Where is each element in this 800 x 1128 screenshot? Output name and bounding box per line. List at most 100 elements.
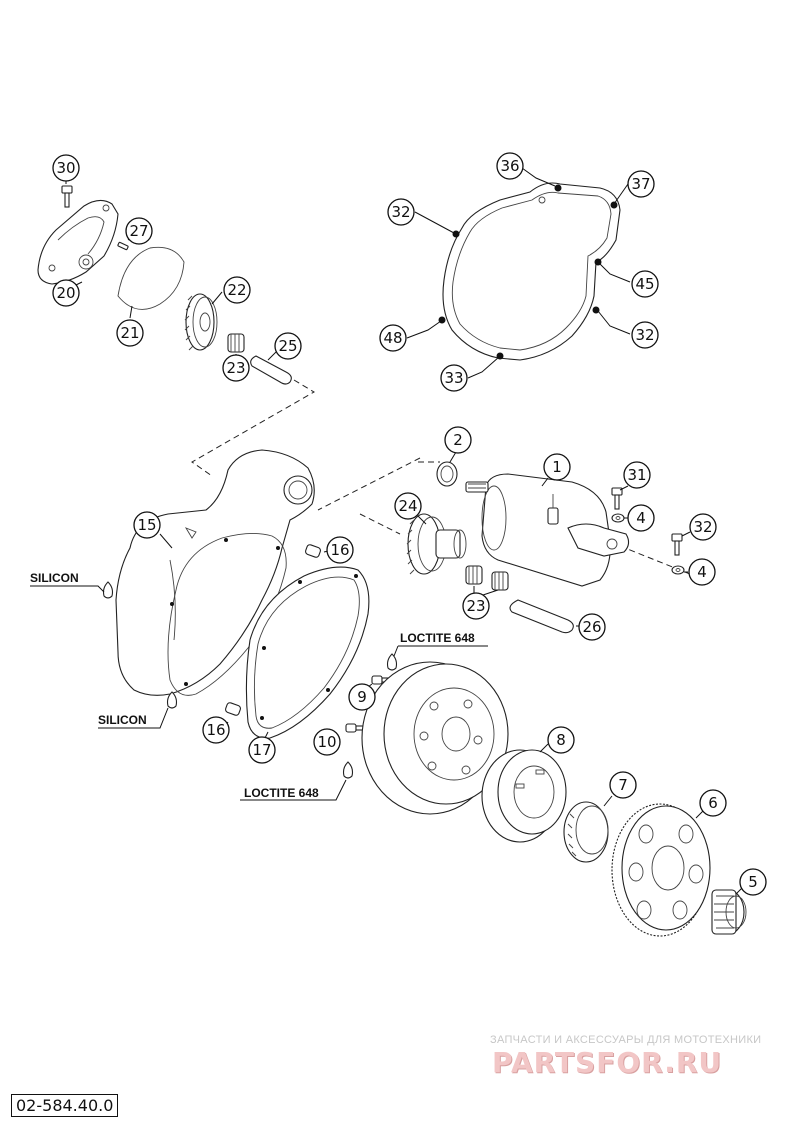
svg-text:7: 7 bbox=[618, 776, 628, 794]
bolt-31 bbox=[611, 487, 623, 510]
callout-25: 25 bbox=[274, 332, 302, 360]
callout-1: 1 bbox=[543, 453, 571, 481]
callout-4-lower: 4 bbox=[688, 558, 716, 586]
svg-text:33: 33 bbox=[444, 369, 463, 387]
callout-33: 33 bbox=[440, 364, 468, 392]
svg-text:27: 27 bbox=[129, 222, 148, 240]
callout-23-lower: 23 bbox=[462, 592, 490, 620]
rotor bbox=[361, 661, 509, 815]
bolt-32-starter bbox=[671, 533, 683, 556]
callout-30: 30 bbox=[52, 154, 80, 182]
svg-text:4: 4 bbox=[636, 509, 646, 527]
freewheel-sprag-7 bbox=[563, 801, 609, 863]
watermark-brand: PARTSFOR.RU bbox=[492, 1046, 723, 1079]
svg-text:32: 32 bbox=[635, 326, 654, 344]
callout-31: 31 bbox=[623, 461, 651, 489]
svg-text:37: 37 bbox=[631, 175, 650, 193]
svg-text:4: 4 bbox=[697, 563, 707, 581]
gasket-17 bbox=[245, 566, 370, 739]
callout-17: 17 bbox=[248, 736, 276, 764]
loctite-note-lower: LOCTITE 648 bbox=[244, 786, 319, 800]
callout-16-upper: 16 bbox=[326, 536, 354, 564]
callout-6: 6 bbox=[699, 789, 727, 817]
svg-text:2: 2 bbox=[453, 431, 463, 449]
needle-bearing-23 bbox=[227, 333, 245, 353]
callout-16-lower: 16 bbox=[202, 716, 230, 744]
ring-gear-6 bbox=[611, 803, 711, 937]
callout-20: 20 bbox=[52, 279, 80, 307]
o-ring-2 bbox=[436, 461, 458, 487]
shaft-25 bbox=[250, 355, 292, 385]
svg-text:16: 16 bbox=[206, 721, 225, 739]
washer-4-lower bbox=[671, 565, 685, 575]
diagram-reference-code: 02-584.40.0 bbox=[11, 1094, 119, 1117]
needle-bearing-23-right bbox=[491, 571, 509, 591]
callout-5: 5 bbox=[739, 868, 767, 896]
needle-bearing-23-left bbox=[465, 565, 483, 585]
svg-text:6: 6 bbox=[708, 794, 718, 812]
callout-45: 45 bbox=[631, 270, 659, 298]
svg-text:48: 48 bbox=[383, 329, 402, 347]
washer-4-upper bbox=[611, 513, 625, 523]
svg-text:24: 24 bbox=[398, 497, 417, 515]
loctite-note-upper: LOCTITE 648 bbox=[400, 631, 475, 645]
callout-10: 10 bbox=[313, 728, 341, 756]
water-pump-cover bbox=[37, 199, 119, 285]
svg-text:22: 22 bbox=[227, 281, 246, 299]
callout-24: 24 bbox=[394, 492, 422, 520]
svg-text:31: 31 bbox=[627, 466, 646, 484]
callout-21: 21 bbox=[116, 319, 144, 347]
svg-text:9: 9 bbox=[357, 688, 367, 706]
svg-text:23: 23 bbox=[226, 359, 245, 377]
svg-text:16: 16 bbox=[330, 541, 349, 559]
gear-22 bbox=[184, 293, 218, 351]
svg-text:45: 45 bbox=[635, 275, 654, 293]
callout-2: 2 bbox=[444, 426, 472, 454]
silicon-droplet-lower bbox=[166, 691, 178, 709]
callout-9: 9 bbox=[348, 683, 376, 711]
svg-text:23: 23 bbox=[466, 597, 485, 615]
svg-text:32: 32 bbox=[693, 518, 712, 536]
svg-text:20: 20 bbox=[56, 284, 75, 302]
svg-text:17: 17 bbox=[252, 741, 271, 759]
svg-text:5: 5 bbox=[748, 873, 758, 891]
loctite-droplet-lower bbox=[342, 761, 354, 779]
watermark-subtitle: ЗАПЧАСТИ И АКСЕССУАРЫ ДЛЯ МОТОТЕХНИКИ bbox=[490, 1034, 762, 1046]
silicon-note-lower: SILICON bbox=[98, 713, 147, 727]
callout-37: 37 bbox=[627, 170, 655, 198]
callout-27: 27 bbox=[125, 217, 153, 245]
svg-text:25: 25 bbox=[278, 337, 297, 355]
svg-text:36: 36 bbox=[500, 157, 519, 175]
svg-text:10: 10 bbox=[317, 733, 336, 751]
svg-text:26: 26 bbox=[582, 618, 601, 636]
freewheel-hub-8 bbox=[481, 749, 567, 843]
callout-23-top: 23 bbox=[222, 354, 250, 382]
svg-text:32: 32 bbox=[391, 203, 410, 221]
bolt-30 bbox=[61, 185, 73, 208]
callout-32-gasket-upper: 32 bbox=[387, 198, 415, 226]
callout-32-gasket-lower: 32 bbox=[631, 321, 659, 349]
dowel-16-upper bbox=[305, 544, 321, 558]
svg-text:1: 1 bbox=[552, 458, 562, 476]
needle-bearing-5 bbox=[711, 889, 747, 935]
callout-26: 26 bbox=[578, 613, 606, 641]
callout-7: 7 bbox=[609, 771, 637, 799]
shaft-26 bbox=[509, 599, 574, 634]
callout-8: 8 bbox=[547, 726, 575, 754]
pin-27 bbox=[117, 241, 129, 251]
silicon-note-upper: SILICON bbox=[30, 571, 79, 585]
ignition-cover-15 bbox=[115, 449, 315, 696]
o-ring-21 bbox=[117, 246, 185, 310]
svg-text:30: 30 bbox=[56, 159, 75, 177]
callout-4-upper: 4 bbox=[627, 504, 655, 532]
callout-36: 36 bbox=[496, 152, 524, 180]
svg-text:8: 8 bbox=[556, 731, 566, 749]
stator-cover-gasket bbox=[438, 182, 621, 361]
callout-15: 15 bbox=[133, 511, 161, 539]
callout-22: 22 bbox=[223, 276, 251, 304]
callout-32-starter: 32 bbox=[689, 513, 717, 541]
svg-text:15: 15 bbox=[137, 516, 156, 534]
callout-48: 48 bbox=[379, 324, 407, 352]
